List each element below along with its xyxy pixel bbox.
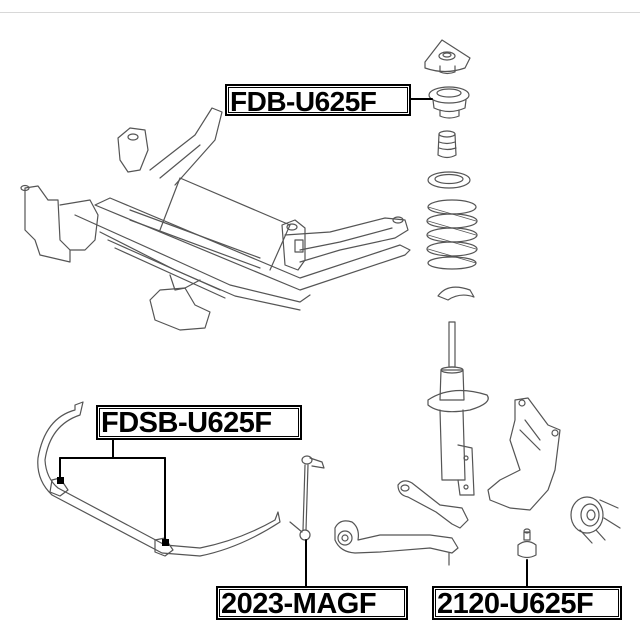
upper-control-arm-illustration: [397, 480, 469, 529]
steering-knuckle-illustration: [487, 397, 561, 511]
ball-joint-illustration: [517, 528, 537, 559]
part-label-fdb-u625f[interactable]: FDB-U625F: [225, 84, 411, 116]
strut-bearing-illustration: [428, 86, 470, 119]
lower-spring-seat-illustration: [437, 286, 475, 301]
top-divider: [0, 12, 640, 13]
leader-lines: [59, 98, 528, 589]
part-label-2120-u625f[interactable]: 2120-U625F: [432, 586, 622, 620]
part-label-fdsb-u625f[interactable]: FDSB-U625F: [96, 405, 302, 440]
part-number-text: FDB-U625F: [230, 86, 377, 117]
bump-stop-illustration: [437, 130, 457, 159]
part-number-text: 2120-U625F: [437, 588, 594, 620]
upper-spring-seat-illustration: [427, 171, 471, 189]
lower-control-arm-illustration: [334, 520, 459, 566]
strut-illustration: [427, 321, 489, 496]
stabilizer-link-illustration: [289, 455, 325, 541]
bushing-marker-left: [57, 477, 64, 484]
subframe-illustration: [20, 107, 411, 331]
bushing-marker-right: [162, 539, 169, 546]
part-label-2023-magf[interactable]: 2023-MAGF: [216, 586, 408, 620]
part-number-text: FDSB-U625F: [101, 407, 272, 439]
strut-top-mount-illustration: [424, 39, 471, 75]
wheel-hub-illustration: [570, 496, 621, 544]
coil-spring-illustration: [426, 199, 478, 270]
part-number-text: 2023-MAGF: [221, 588, 377, 620]
